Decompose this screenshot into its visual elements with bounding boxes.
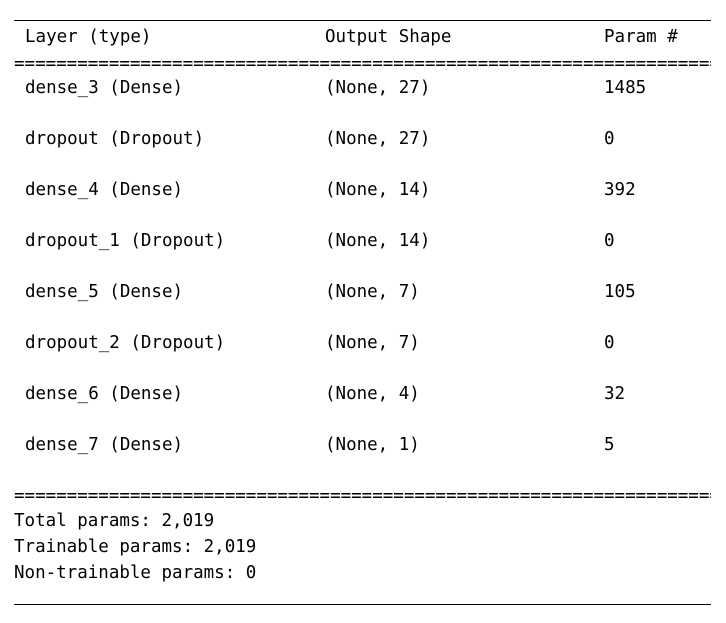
layer-name: dropout_2 (Dropout) <box>25 333 226 353</box>
table-row: dense_6 (Dense) (None, 4) 32 <box>0 384 726 404</box>
bottom-rule <box>14 604 711 605</box>
layer-name: dense_7 (Dense) <box>25 435 184 455</box>
layer-name: dense_3 (Dense) <box>25 78 184 98</box>
table-row: dense_4 (Dense) (None, 14) 392 <box>0 180 726 200</box>
output-shape: (None, 7) <box>325 282 420 302</box>
output-shape: (None, 1) <box>325 435 420 455</box>
output-shape: (None, 27) <box>325 78 431 98</box>
header-layer-type: Layer (type) <box>25 27 152 47</box>
output-shape: (None, 14) <box>325 180 431 200</box>
param-count: 0 <box>604 231 615 251</box>
header-param-count: Param # <box>604 27 678 47</box>
layer-name: dense_4 (Dense) <box>25 180 184 200</box>
trainable-params: Trainable params: 2,019 <box>14 537 257 557</box>
param-count: 0 <box>604 129 615 149</box>
output-shape: (None, 27) <box>325 129 431 149</box>
non-trainable-params: Non-trainable params: 0 <box>14 563 257 583</box>
param-count: 392 <box>604 180 636 200</box>
layer-name: dropout (Dropout) <box>25 129 205 149</box>
table-row: dense_5 (Dense) (None, 7) 105 <box>0 282 726 302</box>
table-row: dense_7 (Dense) (None, 1) 5 <box>0 435 726 455</box>
output-shape: (None, 14) <box>325 231 431 251</box>
table-row: dropout_2 (Dropout) (None, 7) 0 <box>0 333 726 353</box>
table-row: dropout_1 (Dropout) (None, 14) 0 <box>0 231 726 251</box>
param-count: 32 <box>604 384 626 404</box>
layer-name: dense_6 (Dense) <box>25 384 184 404</box>
header-output-shape: Output Shape <box>325 27 452 47</box>
param-count: 0 <box>604 333 615 353</box>
layer-name: dropout_1 (Dropout) <box>25 231 226 251</box>
total-params: Total params: 2,019 <box>14 511 215 531</box>
param-count: 105 <box>604 282 636 302</box>
table-row: dropout (Dropout) (None, 27) 0 <box>0 129 726 149</box>
output-shape: (None, 7) <box>325 333 420 353</box>
layer-name: dense_5 (Dense) <box>25 282 184 302</box>
double-separator-bottom: ========================================… <box>14 491 711 501</box>
double-separator-top: ========================================… <box>14 59 711 69</box>
table-row: dense_3 (Dense) (None, 27) 1485 <box>0 78 726 98</box>
param-count: 5 <box>604 435 615 455</box>
top-rule <box>14 20 711 21</box>
param-count: 1485 <box>604 78 647 98</box>
output-shape: (None, 4) <box>325 384 420 404</box>
